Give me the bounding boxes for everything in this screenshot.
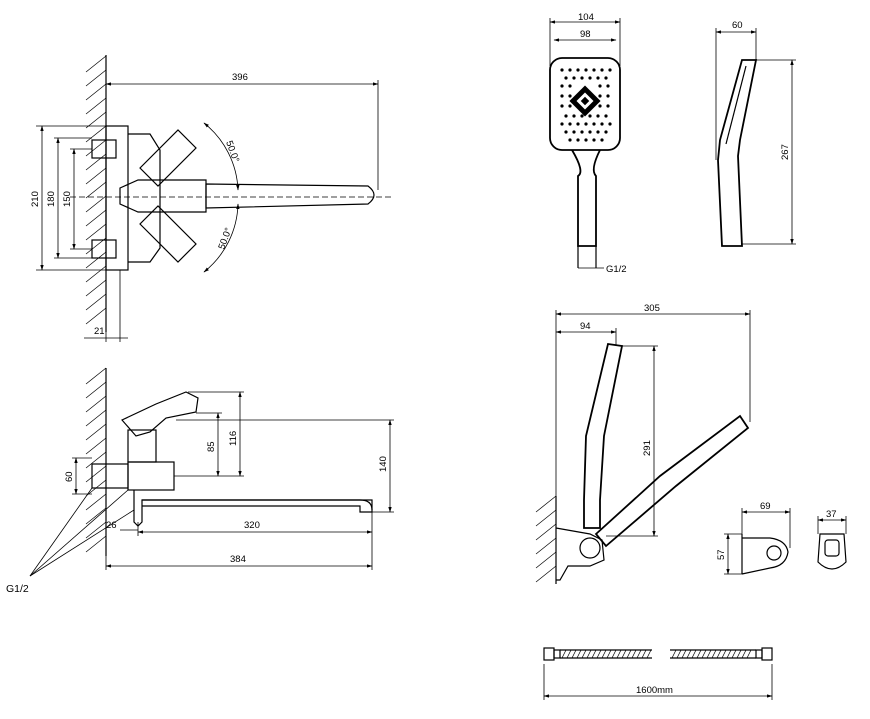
- holder-height-label: 291: [642, 440, 653, 456]
- height-mid-label: 180: [46, 191, 57, 207]
- mounting-plate: [105, 125, 129, 271]
- offset-label: 26: [106, 520, 117, 531]
- shower-thread-label: G1/2: [606, 264, 627, 275]
- inner-width-label: 98: [580, 29, 591, 40]
- angle-arc-down: [203, 203, 240, 273]
- shower-head-front: G1/2 104 98: [549, 12, 627, 275]
- total-length-label: 384: [230, 554, 246, 565]
- mixer-body-top: [128, 133, 161, 263]
- side-body: [127, 461, 175, 491]
- wall-hatch-side: [85, 367, 107, 553]
- side-view: 116 85 140 60 26 320 384 G1/2: [6, 367, 394, 595]
- lever-up: [139, 129, 197, 187]
- holder-offset-label: 94: [580, 321, 591, 332]
- connector-height-label: 60: [64, 471, 75, 482]
- angle-down-label: 50.0°: [216, 226, 234, 251]
- nozzle-grid: [560, 68, 612, 142]
- hose-nut-right: [761, 647, 773, 661]
- angle-arc-up: [203, 122, 240, 191]
- holder-detail: 69 57 37: [716, 501, 847, 575]
- hose-nut-left: [543, 647, 555, 661]
- holder-height-detail-label: 57: [716, 549, 727, 560]
- total-width-label: 305: [644, 303, 660, 314]
- holder-front-face: [817, 533, 847, 570]
- holder-bracket: [555, 527, 605, 581]
- lever-mid-label: 85: [206, 441, 217, 452]
- mixer-core: [119, 179, 207, 213]
- side-connector: [91, 463, 129, 489]
- lower-connector: [91, 239, 117, 259]
- top-view: 50.0° 50.0° 396 210 180 150 21: [30, 55, 392, 342]
- shower-vertical: [583, 342, 624, 529]
- face-width-label: 37: [826, 509, 837, 520]
- side-depth-label: 60: [732, 20, 743, 31]
- lever-down: [139, 205, 197, 263]
- shower-head-side: 60 267: [715, 20, 796, 247]
- lever-height-label: 116: [228, 431, 239, 446]
- center-logo-icon: [569, 85, 601, 117]
- total-height-label: 140: [378, 456, 389, 472]
- height-outer-label: 210: [30, 191, 41, 207]
- spout-top: [205, 183, 375, 209]
- outer-width-label: 104: [578, 12, 594, 23]
- shower-angled: [594, 414, 750, 548]
- hose-length-label: 1600mm: [636, 685, 673, 696]
- depth-label-top: 21: [94, 326, 105, 337]
- holder-width-label: 69: [760, 501, 771, 512]
- hose-coil-right: [671, 649, 752, 659]
- side-cartridge: [127, 429, 157, 463]
- holder-assembly: 305 94 291: [535, 303, 751, 584]
- side-lever: [121, 391, 199, 437]
- holder-detail-side: [741, 537, 789, 575]
- side-thread-label: G1/2: [6, 583, 29, 595]
- shower-head-face: [549, 57, 621, 151]
- holder-wall-hatch: [535, 495, 557, 583]
- wall-hatch-top: [85, 55, 107, 325]
- spout-length-label: 320: [244, 520, 260, 531]
- length-label-top: 396: [232, 72, 248, 83]
- shower-side-profile: [717, 59, 758, 247]
- shower-handle-front: [571, 149, 601, 247]
- angle-up-label: 50.0°: [223, 139, 241, 164]
- hose-coil-left: [561, 649, 652, 659]
- side-length-label: 267: [780, 144, 791, 160]
- height-inner-label: 150: [62, 191, 73, 207]
- hose: 1600mm: [543, 647, 773, 700]
